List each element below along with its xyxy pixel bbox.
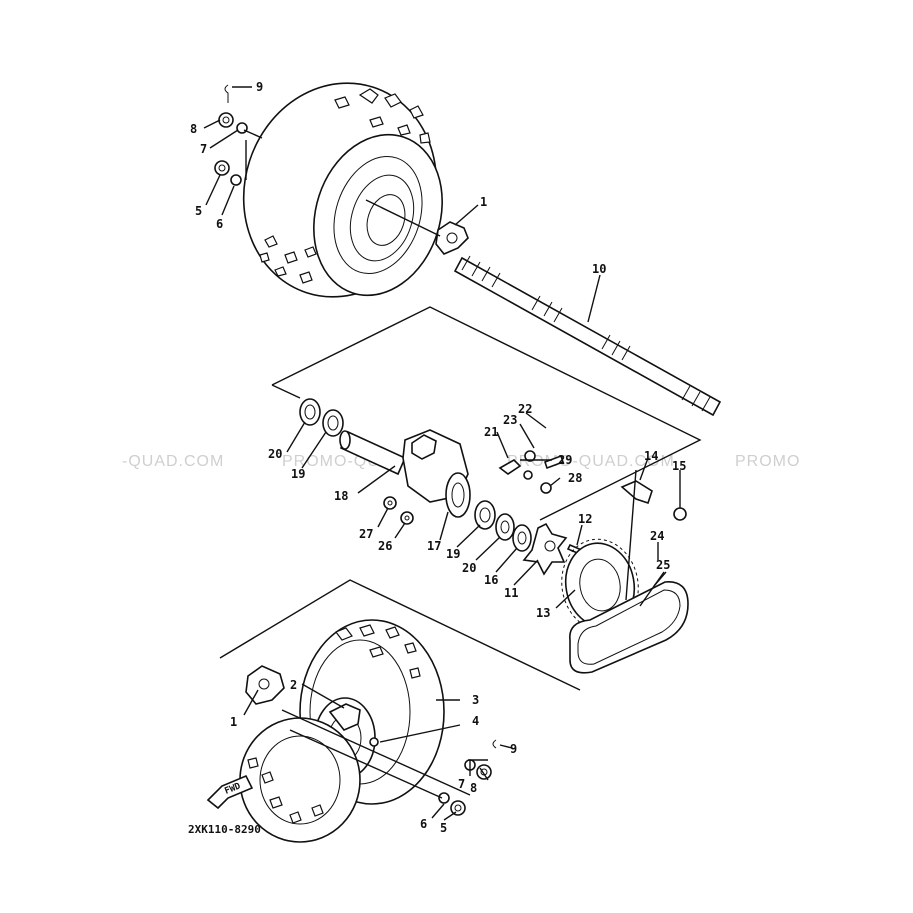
callout-3: 3	[472, 693, 479, 707]
diagram-code: 2XK110-8290	[188, 823, 261, 836]
callout-5-top: 5	[195, 204, 202, 218]
callout-27: 27	[359, 527, 373, 541]
lower-wheel-inner	[239, 717, 361, 843]
fwd-arrow: FWD	[206, 774, 254, 810]
callout-14: 14	[644, 449, 658, 463]
axle-spacer-collar	[339, 430, 407, 476]
callout-21: 21	[484, 425, 498, 439]
callout-2: 2	[290, 678, 297, 692]
callout-29: 29	[558, 453, 572, 467]
leader-10	[587, 274, 601, 323]
callout-19-mid: 19	[446, 547, 460, 561]
top-wheel-tire	[242, 82, 443, 298]
callout-19-left: 19	[291, 467, 305, 481]
lower-frame	[219, 579, 581, 691]
callout-20-mid: 20	[462, 561, 476, 575]
brake-bracket	[620, 480, 687, 521]
callout-25: 25	[656, 558, 670, 572]
callout-7-top: 7	[200, 142, 207, 156]
sprocket-hub	[522, 522, 568, 576]
callout-17: 17	[427, 539, 441, 553]
callout-11: 11	[504, 586, 518, 600]
callout-9-bottom: 9	[510, 742, 517, 756]
watermark-4: PROMO	[735, 453, 800, 470]
caliper-bolts	[498, 450, 565, 494]
callout-10: 10	[592, 262, 606, 276]
left-bearing-seal	[299, 398, 344, 437]
top-leader-lines	[203, 86, 479, 237]
callout-20-left: 20	[268, 447, 282, 461]
callout-28: 28	[568, 471, 582, 485]
callout-6-bottom: 6	[420, 817, 427, 831]
callout-4: 4	[472, 714, 479, 728]
callout-12: 12	[578, 512, 592, 526]
callout-8-top: 8	[190, 122, 197, 136]
callout-24: 24	[650, 529, 664, 543]
callout-6-top: 6	[216, 217, 223, 231]
middle-leader-lines	[286, 412, 681, 609]
callout-7-bottom: 7	[458, 777, 465, 791]
drive-chain	[569, 581, 689, 674]
lower-leader-lines	[243, 683, 513, 821]
lower-hub	[245, 665, 285, 705]
callout-5-bottom: 5	[440, 821, 447, 835]
callout-18: 18	[334, 489, 348, 503]
callout-1-bottom: 1	[230, 715, 237, 729]
watermark-1: -QUAD.COM	[122, 453, 224, 470]
callout-9-top: 9	[256, 80, 263, 94]
callout-23: 23	[503, 413, 517, 427]
rear-axle	[453, 255, 722, 417]
callout-16: 16	[484, 573, 498, 587]
callout-1-top: 1	[480, 195, 487, 209]
callout-13: 13	[536, 606, 550, 620]
top-hub	[435, 221, 469, 255]
callout-8-bottom: 8	[470, 781, 477, 795]
right-bearings-seals	[474, 500, 532, 552]
middle-frame-top	[271, 306, 702, 521]
callout-26: 26	[378, 539, 392, 553]
callout-15: 15	[672, 459, 686, 473]
middle-frame-left	[271, 384, 301, 399]
housing-nuts	[383, 496, 414, 525]
callout-22: 22	[518, 402, 532, 416]
axle-housing	[402, 429, 471, 518]
